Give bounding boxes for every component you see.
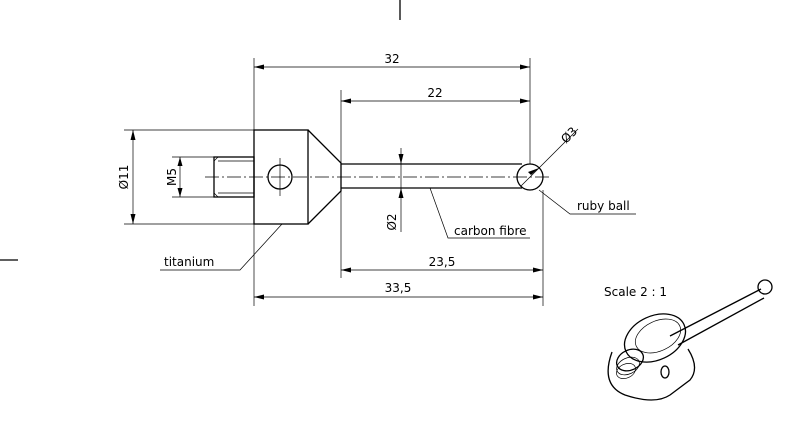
dim-label-m5: M5 xyxy=(165,168,179,186)
iso-cross-hole xyxy=(660,365,670,379)
dim-label-32: 32 xyxy=(384,52,399,66)
label-ruby-ball: ruby ball xyxy=(577,199,630,213)
dim-label-dia11: Ø11 xyxy=(117,165,131,190)
iso-stem-top xyxy=(669,288,762,337)
leader-ruby-ball xyxy=(538,189,636,215)
iso-stem-bottom xyxy=(677,297,765,346)
label-titanium: titanium xyxy=(164,255,214,269)
dim-line-dia3 xyxy=(520,128,579,187)
label-carbon-fibre: carbon fibre xyxy=(454,224,527,238)
dim-label-dia2: Ø2 xyxy=(385,213,399,230)
iso-thread xyxy=(615,348,645,372)
leader-carbon-fibre xyxy=(429,187,530,239)
iso-body-lower xyxy=(607,348,696,401)
dim-label-23-5: 23,5 xyxy=(429,255,456,269)
isometric-view xyxy=(607,279,773,401)
iso-ruby-ball xyxy=(757,279,773,295)
scale-label: Scale 2 : 1 xyxy=(604,285,667,299)
leader-titanium xyxy=(160,223,283,271)
iso-body-top xyxy=(623,313,687,363)
stylus-drawing xyxy=(124,58,636,306)
dim-label-22: 22 xyxy=(427,86,442,100)
dim-label-dia3: Ø3 xyxy=(558,124,580,146)
dim-label-33-5: 33,5 xyxy=(385,281,412,295)
